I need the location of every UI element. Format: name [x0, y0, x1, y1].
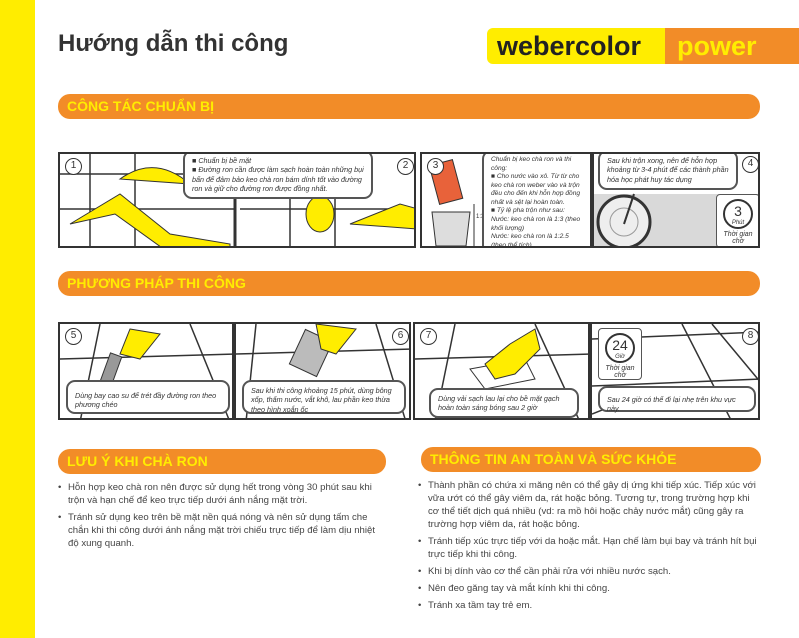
bubble-title: Chuẩn bị keo chà ron và thi công: [491, 156, 572, 172]
speech-bubble-step-1: Chuẩn bị bề mặt Đường ron cần được làm s… [183, 154, 373, 200]
section-header-notes: LƯU Ý KHI CHÀ RON [58, 449, 386, 474]
step-number-3: 3 [427, 158, 444, 175]
safety-item: Thành phần có chứa xi măng nên có thể gâ… [418, 479, 763, 531]
ratio-weight: Nước: keo chà ron là 1:3 (theo khối lượn… [491, 215, 581, 232]
speech-bubble-step-4: Sau khi trộn xong, nên để hỗn hợp khoảng… [598, 154, 738, 191]
safety-item: Nên đeo găng tay và mắt kính khi thi côn… [418, 582, 763, 595]
speech-bubble-step-7: Dùng vải sạch lau lại cho bề mặt gạch ho… [429, 388, 579, 418]
timer-label: Thời gian chờ [605, 365, 635, 379]
step-number-6: 6 [392, 328, 409, 345]
step-number-4: 4 [742, 156, 758, 173]
ratio-label: 1:3 [476, 214, 485, 220]
bubble-line: Đường ron cần được làm sạch hoàn toàn nh… [192, 165, 364, 193]
note-item: Hỗn hợp keo chà ron nên được sử dụng hết… [58, 481, 388, 507]
panel-step-5: 5 Dùng bay cao su để trét đầy đường ron … [58, 322, 234, 420]
timer-unit: Phút [731, 220, 745, 226]
bubble-line: Tỷ lệ pha trộn như sau: [491, 207, 585, 216]
step-number-7: 7 [420, 328, 437, 345]
timer-value: 24 [612, 337, 628, 353]
panel-step-6: 6 Sau khi thi công khoảng 15 phút, dùng … [234, 322, 411, 420]
page-title: Hướng dẫn thi công [58, 30, 289, 57]
speech-bubble-step-3: Chuẩn bị keo chà ron và thi công: Cho nư… [482, 154, 590, 248]
safety-list: Thành phần có chứa xi măng nên có thể gâ… [418, 479, 763, 616]
step-number-1: 1 [65, 158, 82, 175]
step-number-2: 2 [397, 158, 414, 175]
bubble-line: Cho nước vào xô. Từ từ cho keo chà ron w… [491, 173, 585, 207]
timer-label: Thời gian chờ [723, 231, 753, 245]
timer-unit: Giờ [615, 354, 625, 360]
panel-step-4: 4 Sau khi trộn xong, nên để hỗn hợp khoả… [592, 152, 760, 248]
panel-step-1-2: 1 2 Chuẩn bị bề mặt Đường ron cần được l… [58, 152, 416, 248]
section-header-safety: THÔNG TIN AN TOÀN VÀ SỨC KHỎE [421, 447, 761, 472]
panel-step-7: 7 Dùng vải sạch lau lại cho bề mặt gạch … [413, 322, 590, 420]
safety-item: Tránh xa tầm tay trẻ em. [418, 599, 763, 612]
wall-tiling-illustration [60, 154, 414, 246]
step-number-5: 5 [65, 328, 82, 345]
cloth-wipe-illustration [415, 324, 588, 418]
mixing-bucket-illustration [428, 158, 475, 246]
ratio-volume: Nước: keo chà ron là 1:2.5 (theo thể tíc… [491, 233, 569, 248]
section-header-prep: CÔNG TÁC CHUẨN BỊ [58, 94, 760, 119]
bubble-line: Chuẩn bị bề mặt [192, 156, 364, 165]
brand-logo: webercolor power [487, 28, 799, 64]
safety-item: Khi bị dính vào cơ thể cần phải rửa với … [418, 565, 763, 578]
safety-item: Tránh tiếp xúc trực tiếp với da hoặc mắt… [418, 535, 763, 561]
note-item: Tránh sử dụng keo trên bề mặt nền quá nó… [58, 511, 388, 550]
speech-bubble-step-5: Dùng bay cao su để trét đầy đường ron th… [66, 380, 230, 414]
panel-step-3: 3 1:3 Chuẩn bị keo chà ron và thi công: … [420, 152, 592, 248]
step-number-8: 8 [742, 328, 758, 345]
section-header-method: PHƯƠNG PHÁP THI CÔNG [58, 271, 760, 296]
timer-value: 3 [734, 203, 742, 219]
notes-list: Hỗn hợp keo chà ron nên được sử dụng hết… [58, 481, 388, 554]
yellow-side-stripe [0, 0, 35, 638]
logo-power: power [665, 28, 799, 64]
speech-bubble-step-8: Sau 24 giờ có thể đi lại nhẹ trên khu vự… [598, 386, 756, 413]
speech-bubble-step-6: Sau khi thi công khoảng 15 phút, dùng bô… [242, 380, 406, 414]
logo-webercolor: webercolor [487, 28, 665, 64]
